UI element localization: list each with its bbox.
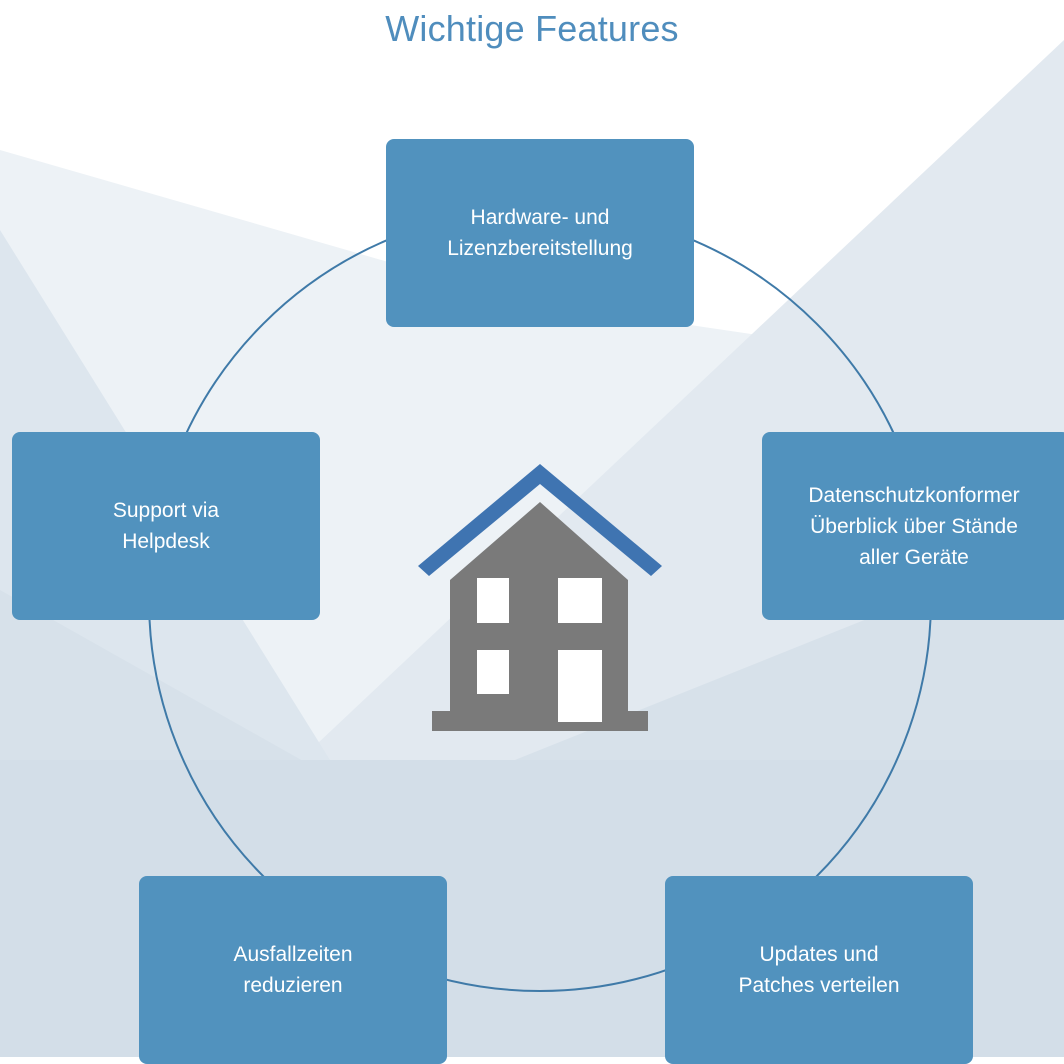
house-window	[558, 578, 602, 623]
feature-box-updates-patches: Updates und Patches verteilen	[665, 876, 973, 1064]
page-title: Wichtige Features	[385, 8, 679, 49]
feature-box-reduce-downtime: Ausfallzeiten reduzieren	[139, 876, 447, 1064]
feature-label: Support via Helpdesk	[112, 499, 220, 553]
feature-box-helpdesk-support: Support via Helpdesk	[12, 432, 320, 620]
house-roof	[418, 464, 662, 576]
house-base	[432, 711, 648, 731]
house-icon	[418, 464, 662, 731]
house-door	[558, 650, 602, 722]
feature-label: Datenschutzkonformer Überblick über Stän…	[808, 483, 1020, 569]
feature-label: Ausfallzeiten reduzieren	[233, 943, 353, 997]
feature-label: Updates und Patches verteilen	[738, 943, 900, 997]
feature-box-privacy-overview: Datenschutzkonformer Überblick über Stän…	[762, 432, 1064, 620]
house-window	[477, 650, 509, 694]
feature-label: Hardware- und Lizenzbereitstellung	[447, 206, 633, 260]
house-window	[477, 578, 509, 623]
feature-box-hardware-license: Hardware- und Lizenzbereitstellung	[386, 139, 694, 327]
